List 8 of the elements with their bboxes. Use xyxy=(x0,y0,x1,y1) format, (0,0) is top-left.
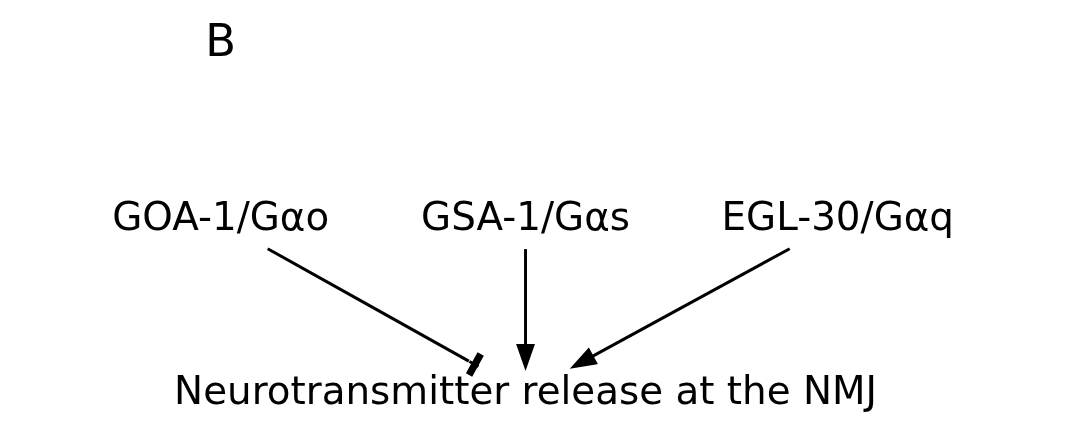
node-text: EGL-30/Gαq xyxy=(721,194,954,240)
arrow xyxy=(569,247,791,369)
arrow xyxy=(516,249,535,371)
connector xyxy=(266,247,484,377)
node-text: GOA-1/Gαo xyxy=(112,194,330,240)
label: B xyxy=(205,13,237,67)
node-text: Neurotransmitter release at the NMJ xyxy=(174,367,877,413)
node-text: GSA-1/Gαs xyxy=(421,194,630,240)
